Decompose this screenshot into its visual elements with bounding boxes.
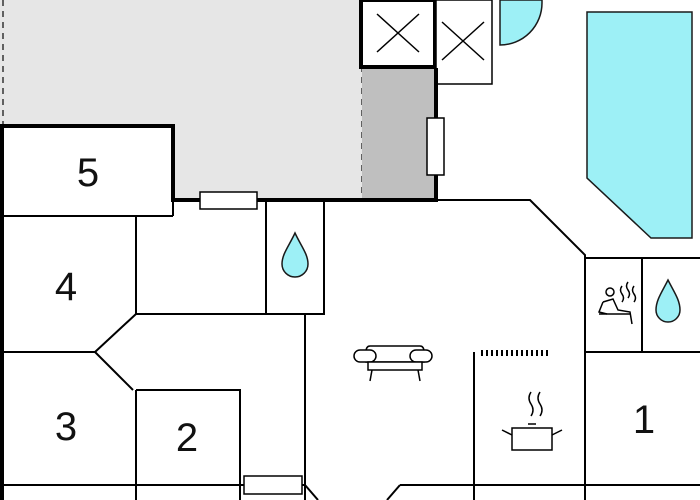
cooking-pot-icon <box>501 391 563 451</box>
room-label-1: 1 <box>633 398 655 442</box>
terrace-area <box>0 0 363 201</box>
room-label-3: 3 <box>55 405 77 449</box>
room-label-4: 4 <box>55 265 77 309</box>
shower-drop-icon <box>281 231 309 278</box>
room-label-2: 2 <box>176 416 198 460</box>
window-icon <box>199 117 445 495</box>
storage-area <box>362 68 435 201</box>
door-swing <box>499 0 543 46</box>
room-label-5: 5 <box>77 151 99 195</box>
interior-walls <box>2 199 700 500</box>
shower-drop-icon <box>655 278 681 323</box>
pool <box>586 11 693 239</box>
sofa-icon <box>353 345 433 382</box>
skylight-x-icon <box>359 0 493 85</box>
wall-bold <box>0 68 438 500</box>
sauna-icon <box>597 281 637 325</box>
